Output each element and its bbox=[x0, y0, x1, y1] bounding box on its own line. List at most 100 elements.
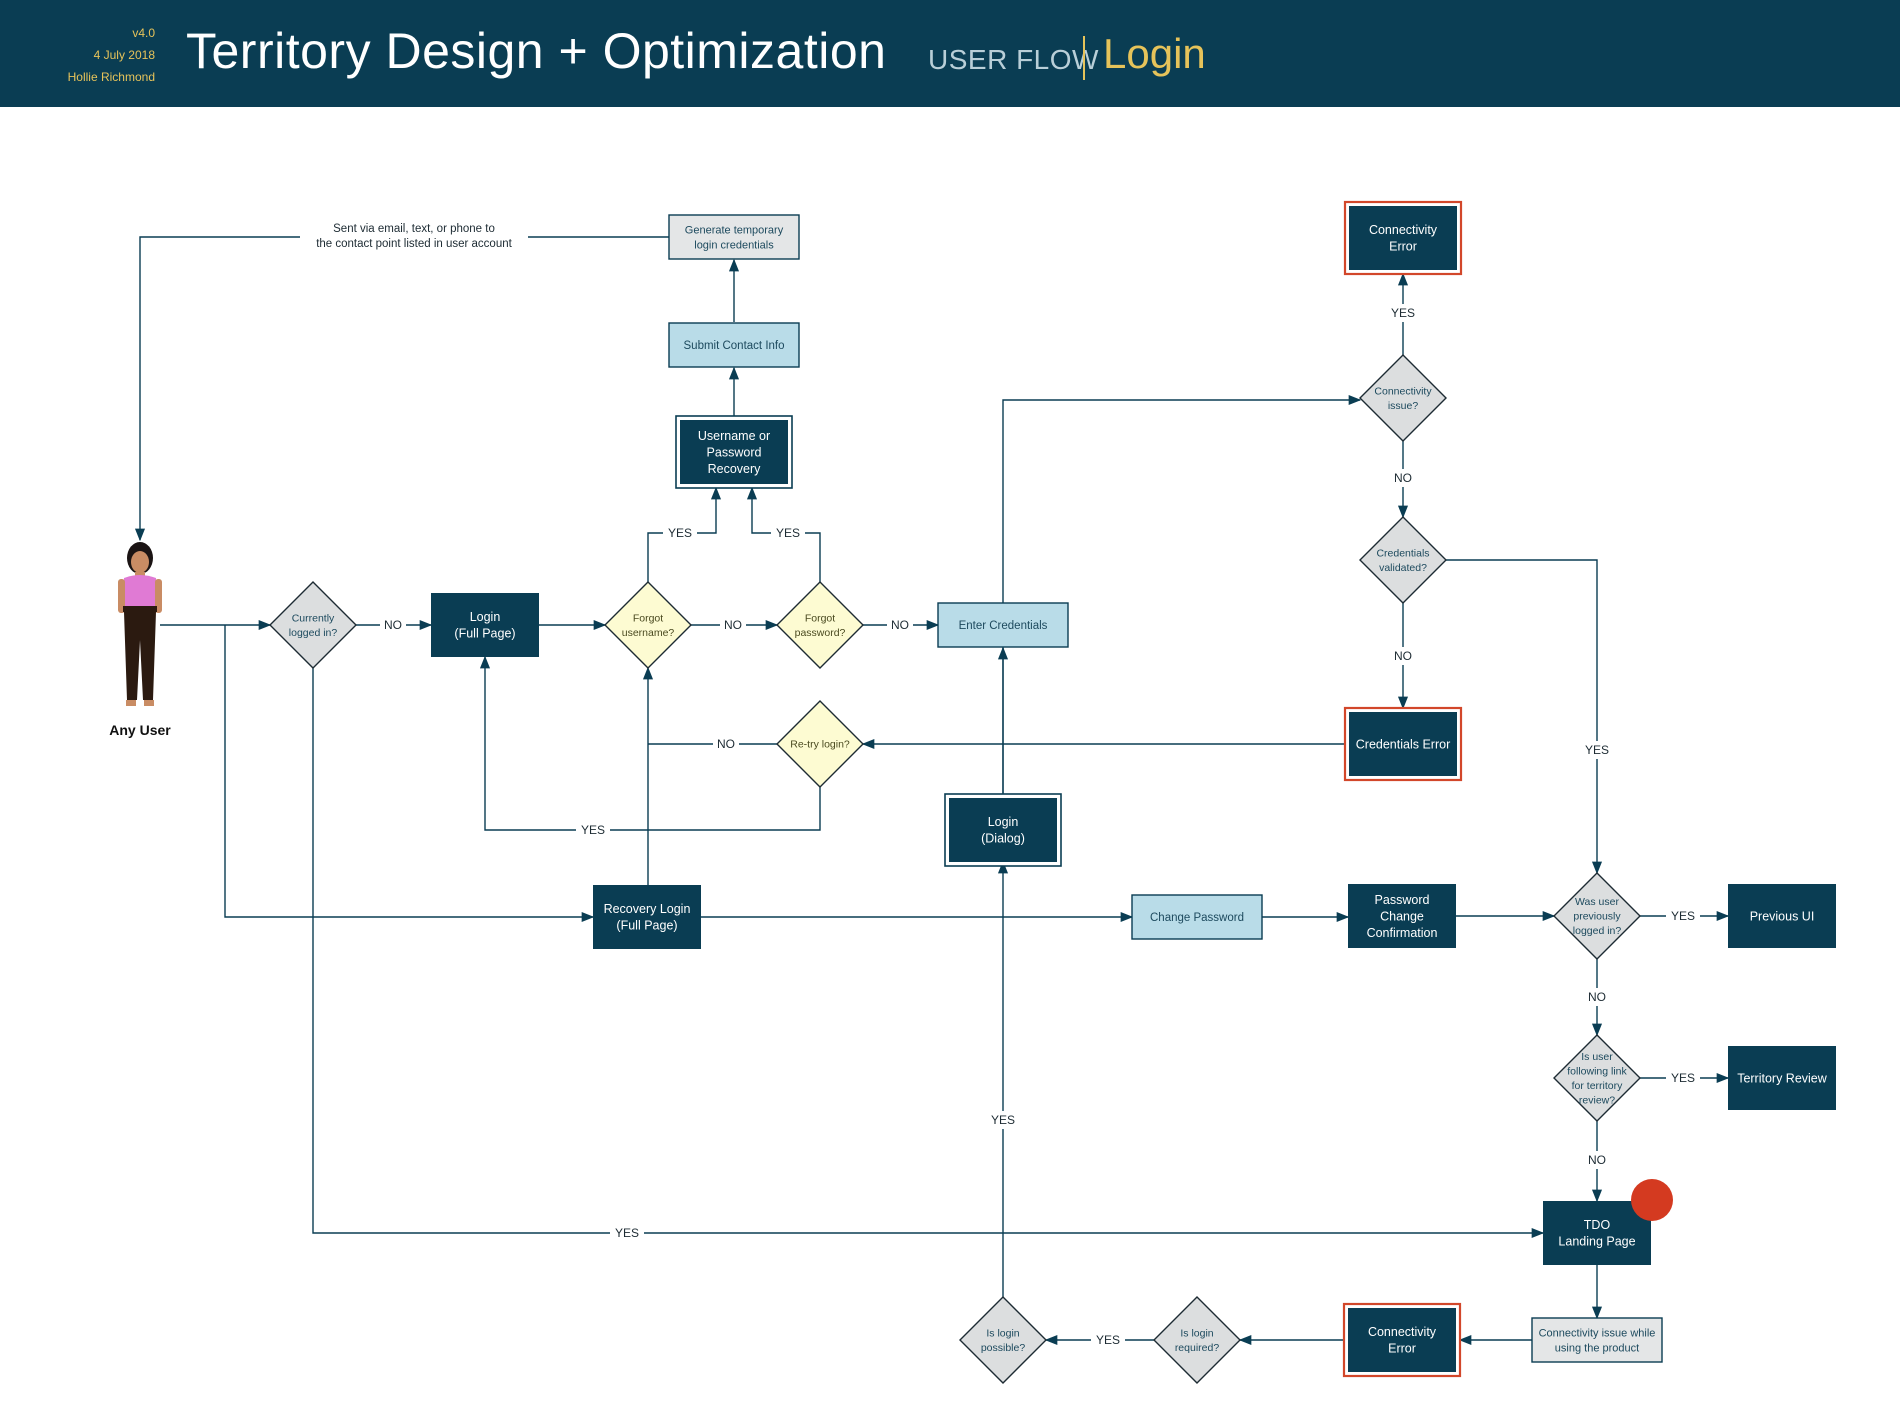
login-possible-text: possible? bbox=[981, 1342, 1026, 1354]
following-link-text: following link bbox=[1567, 1065, 1627, 1077]
version-label: v4.0 bbox=[132, 26, 155, 40]
forgot-password-text: password? bbox=[795, 627, 846, 639]
edge-label-bg bbox=[1390, 647, 1416, 665]
credentials-error-text: Credentials Error bbox=[1356, 737, 1450, 751]
annotation-text: the contact point listed in user account bbox=[316, 238, 512, 250]
edge-label-bg bbox=[713, 735, 739, 753]
edge-label: NO bbox=[891, 618, 909, 632]
login-dialog-node: Login(Dialog) bbox=[944, 793, 1062, 867]
credentials-validated-text: Credentials bbox=[1376, 547, 1429, 559]
connector-line bbox=[1446, 559, 1603, 875]
forgot-password-text: Forgot bbox=[805, 612, 835, 624]
status-marker-icon bbox=[1631, 1179, 1673, 1221]
edge-label: YES bbox=[1671, 1071, 1695, 1085]
following-link-text: for territory bbox=[1572, 1080, 1624, 1092]
login-possible-node: Is login possible? bbox=[959, 1296, 1047, 1384]
edge-label: YES bbox=[668, 526, 692, 540]
enter-credentials-text: Enter Credentials bbox=[959, 620, 1048, 632]
edge-label: YES bbox=[1391, 306, 1415, 320]
login-required-node: Is login required? bbox=[1153, 1296, 1241, 1384]
login-full-text: (Full Page) bbox=[454, 627, 515, 641]
recovery-text: Username or bbox=[698, 429, 770, 443]
flow-label: USER FLOW bbox=[928, 44, 1099, 75]
connectors bbox=[134, 236, 1730, 1346]
forgot-username-text: Forgot bbox=[633, 612, 663, 624]
edge-label-bg bbox=[1390, 469, 1416, 487]
edge-label: YES bbox=[581, 823, 605, 837]
password-change-confirmation-text: Password bbox=[1375, 893, 1430, 907]
connectivity-while-using-text: Connectivity issue while bbox=[1539, 1327, 1656, 1339]
edge-label-bg bbox=[771, 524, 805, 542]
date-label: 4 July 2018 bbox=[93, 48, 155, 62]
tdo-landing-text: TDO bbox=[1584, 1218, 1611, 1232]
edge-label: YES bbox=[1671, 909, 1695, 923]
connectivity-error-bottom-text: Connectivity bbox=[1368, 1325, 1437, 1339]
connector-line bbox=[312, 668, 1545, 1239]
edge-label-bg bbox=[1584, 988, 1610, 1006]
login-required-text: Is login bbox=[1180, 1327, 1213, 1339]
edge-label: NO bbox=[1588, 990, 1606, 1004]
territory-review-node: Territory Review bbox=[1728, 1046, 1836, 1110]
territory-review-text: Territory Review bbox=[1737, 1071, 1828, 1085]
submit-contact-text: Submit Contact Info bbox=[684, 340, 785, 352]
connectivity-error-bottom-text: Error bbox=[1388, 1342, 1416, 1356]
forgot-username-text: username? bbox=[622, 627, 675, 639]
currently-logged-in-text: Currently bbox=[292, 612, 335, 624]
recovery-login-text: (Full Page) bbox=[616, 919, 677, 933]
recovery-login-text: Recovery Login bbox=[604, 902, 691, 916]
header-bar: v4.0 4 July 2018 Hollie Richmond Territo… bbox=[0, 0, 1900, 107]
edge-label: NO bbox=[717, 737, 735, 751]
flow-separator bbox=[1083, 36, 1085, 80]
connectivity-while-using-node: Connectivity issue while using the produc… bbox=[1531, 1317, 1663, 1363]
page-title: Territory Design + Optimization bbox=[186, 23, 887, 79]
connector-line bbox=[1002, 394, 1362, 798]
annotation-text: Sent via email, text, or phone to bbox=[333, 223, 495, 235]
edge-label: NO bbox=[1394, 649, 1412, 663]
tdo-landing-text: Landing Page bbox=[1558, 1235, 1635, 1249]
login-required-text: required? bbox=[1175, 1342, 1220, 1354]
connectivity-while-using-text: using the product bbox=[1555, 1342, 1639, 1354]
edge-label-bg bbox=[663, 524, 697, 542]
login-dialog-text: (Dialog) bbox=[981, 832, 1025, 846]
forgot-password-node: Forgot password? bbox=[776, 581, 864, 669]
flow-name: Login bbox=[1103, 30, 1206, 77]
edge-label-bg bbox=[610, 1224, 644, 1242]
generate-credentials-text: Generate temporary bbox=[685, 224, 784, 236]
connector-line bbox=[134, 236, 300, 542]
previously-logged-in-text: logged in? bbox=[1573, 925, 1622, 937]
connectivity-issue-text: issue? bbox=[1388, 400, 1419, 412]
edge-label: YES bbox=[991, 1113, 1015, 1127]
author-label: Hollie Richmond bbox=[67, 70, 155, 84]
login-full-text: Login bbox=[470, 610, 501, 624]
login-full-node: Login (Full Page) bbox=[431, 593, 539, 657]
login-possible-text: Is login bbox=[986, 1327, 1019, 1339]
edge-label: YES bbox=[1096, 1333, 1120, 1347]
connectivity-error-top-text: Connectivity bbox=[1369, 223, 1438, 237]
edge-label-bg bbox=[1580, 741, 1614, 759]
enter-credentials-node: Enter Credentials bbox=[937, 602, 1069, 648]
retry-login-text: Re-try login? bbox=[790, 739, 850, 751]
edge-label: YES bbox=[776, 526, 800, 540]
credentials-validated-text: validated? bbox=[1379, 562, 1427, 574]
edge-label: YES bbox=[1585, 743, 1609, 757]
previously-logged-in-text: previously bbox=[1573, 911, 1621, 923]
edge-label-bg bbox=[1666, 907, 1700, 925]
edge-label-bg bbox=[576, 821, 610, 839]
previous-ui-text: Previous UI bbox=[1750, 909, 1815, 923]
edge-label: YES bbox=[615, 1226, 639, 1240]
edge-label-bg bbox=[1091, 1331, 1125, 1349]
connector-line bbox=[479, 655, 821, 831]
password-change-confirmation-text: Confirmation bbox=[1367, 926, 1438, 940]
submit-contact-node: Submit Contact Info bbox=[668, 322, 800, 368]
edge-label: NO bbox=[1588, 1153, 1606, 1167]
recovery-login-node: Recovery Login (Full Page) bbox=[593, 885, 701, 949]
